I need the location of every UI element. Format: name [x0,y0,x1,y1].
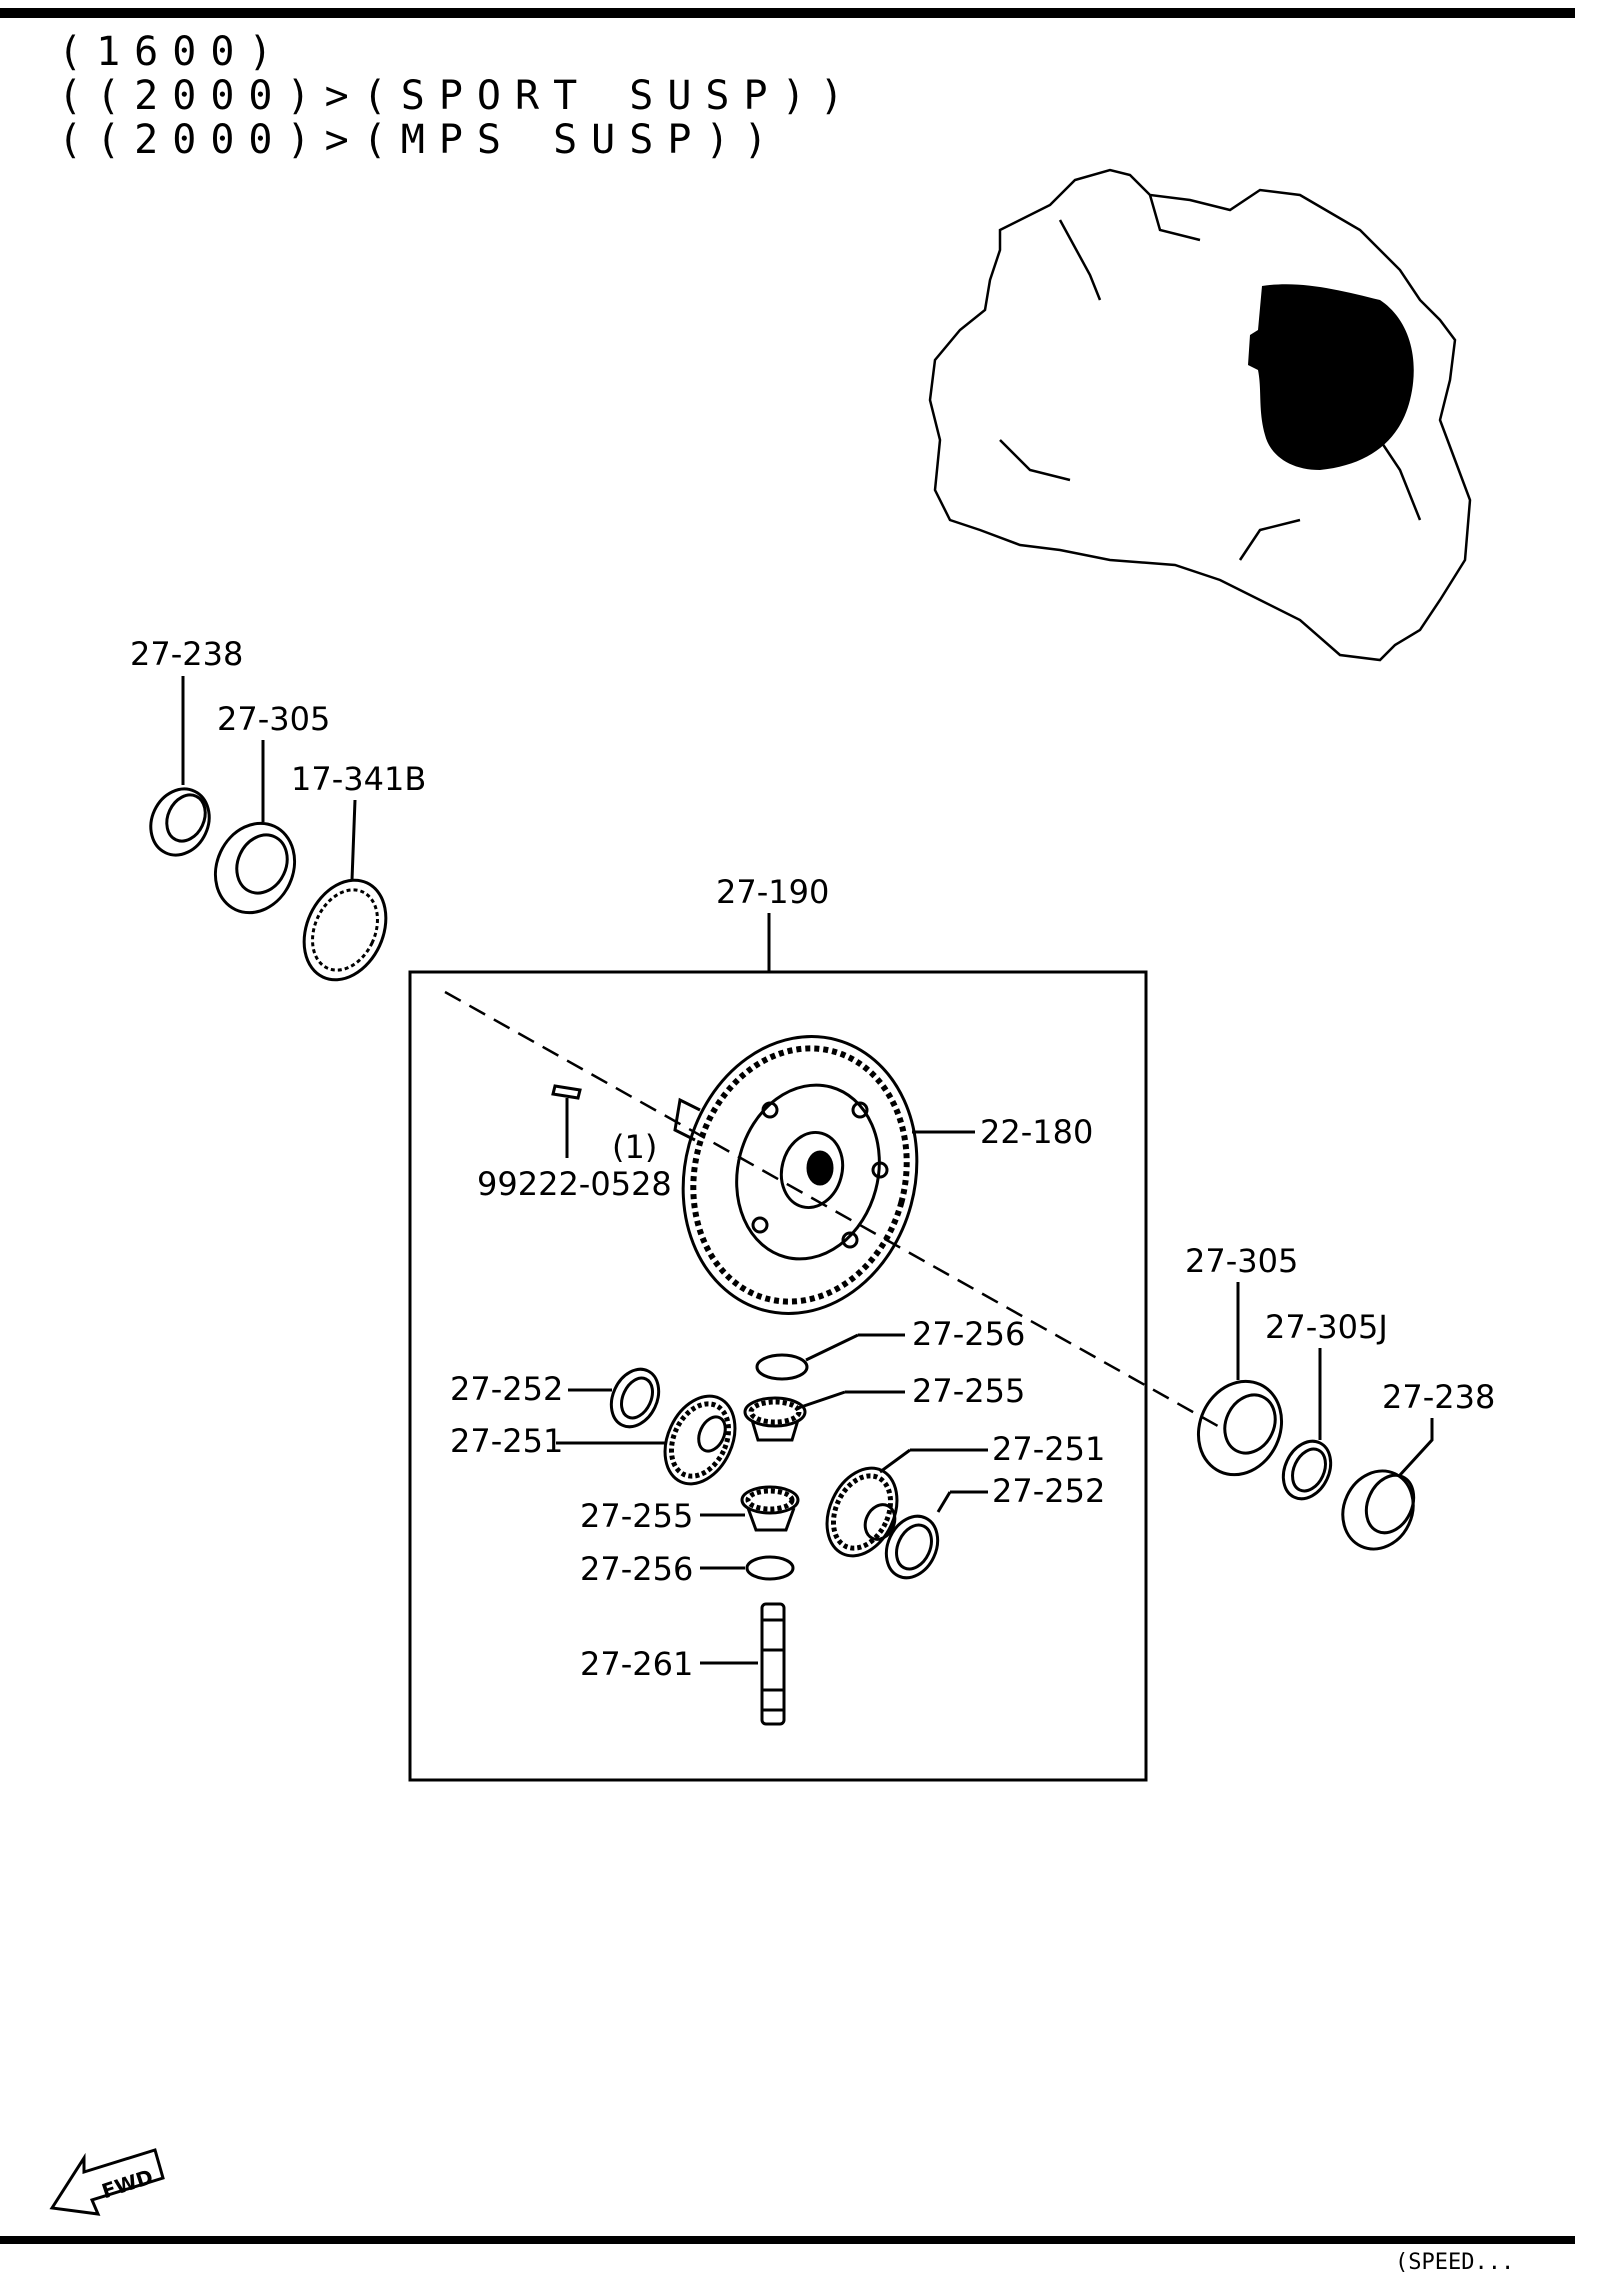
left-leaders [181,676,357,881]
label-27-305j: 27-305J [1265,1308,1388,1346]
label-27-255-top: 27-255 [912,1372,1025,1410]
label-22-180: 22-180 [980,1113,1093,1151]
pinion-gear-bottom-27-255 [740,1485,800,1532]
left-bearing-27-305 [213,821,297,915]
differential-location-highlight [1248,284,1414,470]
label-27-252-right: 27-252 [992,1472,1105,1510]
leader-27-255-top [797,1390,846,1410]
side-gear-washer-left-27-252 [609,1367,661,1429]
label-27-256-bottom: 27-256 [580,1550,693,1588]
pinion-gear-top-27-255 [743,1396,807,1442]
header-line-3: ((2000)>(MPS SUSP)) [58,117,782,163]
leader-27-256-top [805,1333,859,1362]
leader-27-251-right [879,1448,911,1474]
bottom-rule [0,2236,1575,2244]
pin-99222-0528 [551,1084,582,1158]
ring-gear-differential-case-22-180 [673,1035,919,1315]
applicability-header: (1600) ((2000)>(SPORT SUSP)) ((2000)>(MP… [58,30,858,162]
label-27-305-right: 27-305 [1185,1242,1298,1280]
right-bearing-27-305 [1196,1379,1284,1477]
pinion-washer-bottom-27-256 [745,1555,795,1581]
side-gear-left-27-251 [663,1394,737,1486]
right-bearing-race-27-238 [1341,1469,1416,1551]
leader-27-252-right [936,1491,952,1513]
label-27-238-left: 27-238 [130,635,243,673]
fwd-label: FWD [99,2164,156,2203]
pinion-washer-top-27-256 [755,1353,809,1381]
label-27-238-right: 27-238 [1382,1378,1495,1416]
label-99222-0528: 99222-0528 [477,1165,672,1203]
assembly-box [408,970,1148,1782]
left-bearing-race-27-238 [149,787,211,857]
label-17-341b: 17-341B [291,760,426,798]
label-27-251-left: 27-251 [450,1422,563,1460]
label-27-251-right: 27-251 [992,1430,1105,1468]
forward-arrow-icon [49,2148,165,2216]
speedometer-drive-gear-17-341b [302,878,388,982]
label-27-261: 27-261 [580,1645,693,1683]
top-rule [0,8,1575,18]
header-line-1: (1600) [58,29,287,75]
right-shim-27-305j [1281,1439,1333,1501]
axis-centerline [444,990,1226,1432]
label-27-255-bottom: 27-255 [580,1497,693,1535]
leader-27-238-right [1398,1418,1434,1477]
pinion-shaft-27-261 [760,1602,786,1726]
header-line-2: ((2000)>(SPORT SUSP)) [58,73,858,119]
label-27-256-top: 27-256 [912,1315,1025,1353]
label-27-190-assembly: 27-190 [716,873,829,911]
side-gear-washer-right-27-252 [884,1514,940,1580]
figure-code: (SPEED... [1395,2250,1515,2275]
transaxle-housing-illustration [928,168,1472,662]
label-27-252-left: 27-252 [450,1370,563,1408]
label-pin-quantity: (1) [612,1128,657,1166]
label-27-305-left: 27-305 [217,700,330,738]
